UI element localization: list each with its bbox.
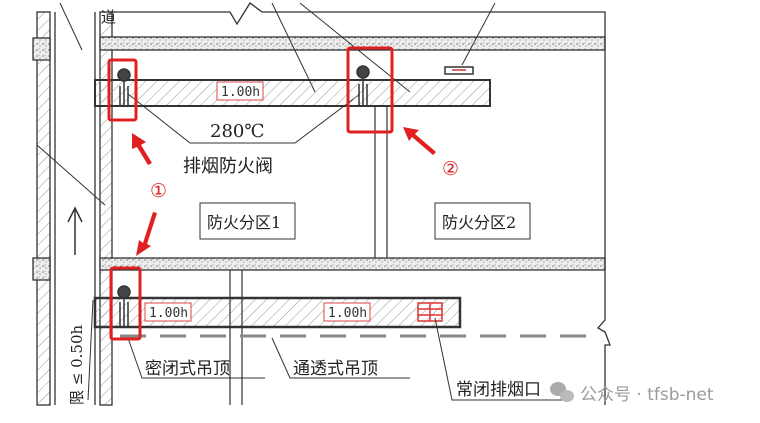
- sealed-ceiling-label: 密闭式吊顶: [145, 359, 230, 379]
- zone2-label: 防火分区2: [442, 213, 516, 232]
- open-ceiling-label: 通透式吊顶: [293, 359, 378, 379]
- wechat-icon: [550, 382, 574, 402]
- smoke-outlet-label: 常闭排烟口: [456, 380, 541, 400]
- marker-1: ①: [150, 180, 167, 202]
- fire-damper-icon: [117, 65, 370, 327]
- marker-2: ②: [442, 158, 459, 180]
- red-arrows-icon: [132, 127, 436, 256]
- arrow-up-icon: [67, 206, 83, 255]
- smoke-outlet-grille-icon: [417, 302, 443, 322]
- temperature-label: 280℃: [210, 121, 265, 142]
- vent-icon: [444, 66, 474, 75]
- fire-rating-lower-left: 1.00h: [149, 306, 188, 321]
- zone1-label: 防火分区1: [207, 213, 281, 232]
- upper-smoke-duct: [94, 79, 491, 107]
- zone1-box: [199, 202, 296, 240]
- vertical-note: 限 ≤ 0.50h: [68, 324, 86, 405]
- watermark-text: 公众号 · tfsb-net: [580, 385, 714, 405]
- fire-rating-upper: 1.00h: [221, 85, 260, 100]
- slabs: [99, 2, 611, 405]
- top-char: 道: [101, 8, 116, 26]
- highlight-boxes: [107, 46, 394, 341]
- zone2-box: [434, 202, 531, 240]
- fire-rating-lower-right: 1.00h: [328, 306, 367, 321]
- valve-label: 排烟防火阀: [183, 156, 273, 177]
